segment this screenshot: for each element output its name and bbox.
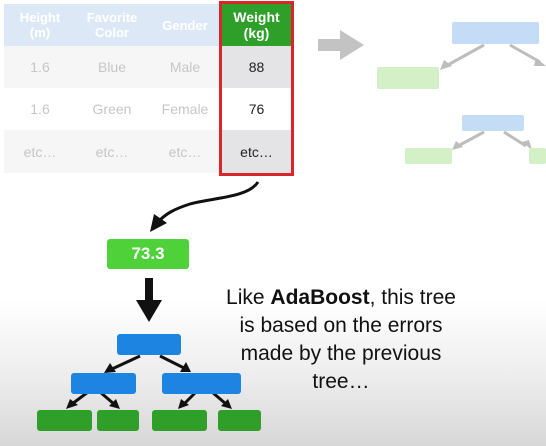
tree-root-node <box>117 334 181 355</box>
header-weight-label: Weight (kg) <box>233 9 280 41</box>
caption-line-3: made by the previous <box>240 342 442 365</box>
tree-left-node <box>71 373 136 394</box>
header-favorite-color: Favorite Color <box>76 4 148 46</box>
caption-line-1: Like AdaBoost, this tree <box>196 284 486 312</box>
table-cell: Blue <box>76 46 148 88</box>
table-cell: etc… <box>4 130 76 173</box>
table-cell: Male <box>148 46 222 88</box>
cell-text: Male <box>169 59 201 75</box>
tree-leaf-node <box>97 410 139 431</box>
cell-text: 76 <box>248 101 265 117</box>
arrow-right-icon <box>318 30 364 60</box>
faded-tree-1-leaf <box>377 67 439 89</box>
caption-line-4: tree… <box>312 370 370 393</box>
weight-column-highlight <box>219 1 294 176</box>
faded-tree-2-root <box>462 115 524 131</box>
faded-tree-2-edges <box>457 130 527 148</box>
weight-cell: etc… <box>222 130 291 173</box>
cell-text: etc… <box>95 143 129 160</box>
table-cell: Green <box>76 88 148 130</box>
header-favorite-color-label: Favorite Color <box>86 10 138 40</box>
faded-tree-2-leaf <box>529 148 546 164</box>
header-height: Height (m) <box>4 4 76 46</box>
caption-line-2: is based on the errors <box>239 314 443 337</box>
header-height-label: Height (m) <box>19 10 61 40</box>
faded-tree-1-root <box>452 22 539 44</box>
header-weight: Weight (kg) <box>222 4 291 46</box>
cell-text: 1.6 <box>30 101 50 117</box>
cell-text: etc… <box>168 143 202 160</box>
header-gender-label: Gender <box>162 17 208 33</box>
tree-leaf-node <box>37 410 92 431</box>
arrow-down-icon <box>136 278 162 322</box>
header-gender: Gender <box>148 4 222 46</box>
cell-text: Green <box>92 101 132 117</box>
table-cell: 1.6 <box>4 46 76 88</box>
faded-tree-1-edges <box>445 43 541 68</box>
caption-line-1-rest: , this tree <box>369 286 456 309</box>
table-cell: Female <box>148 88 222 130</box>
cell-text: Female <box>161 101 209 117</box>
faded-tree-2-leaf <box>405 148 452 164</box>
tree-leaf-node <box>218 410 261 431</box>
leaf-value-node: 73.3 <box>107 239 189 269</box>
table-cell: 1.6 <box>4 88 76 130</box>
table-cell: etc… <box>148 130 222 173</box>
curved-arrow-icon <box>150 181 260 232</box>
cell-text: 88 <box>248 59 265 75</box>
cell-text: Blue <box>97 59 127 75</box>
leaf-value-label: 73.3 <box>131 244 165 263</box>
cell-text: etc… <box>240 143 273 160</box>
table-cell: etc… <box>76 130 148 173</box>
weight-cell: 76 <box>222 88 291 130</box>
weight-cell: 88 <box>222 46 291 88</box>
cell-text: etc… <box>23 143 57 160</box>
caption-highlight: AdaBoost <box>270 286 370 309</box>
cell-text: 1.6 <box>30 59 50 75</box>
tree-right-node <box>162 373 241 394</box>
caption-prefix: Like <box>226 286 271 309</box>
tree-leaf-node <box>152 410 207 431</box>
caption-text: Like AdaBoost, this tree is based on the… <box>196 284 486 396</box>
